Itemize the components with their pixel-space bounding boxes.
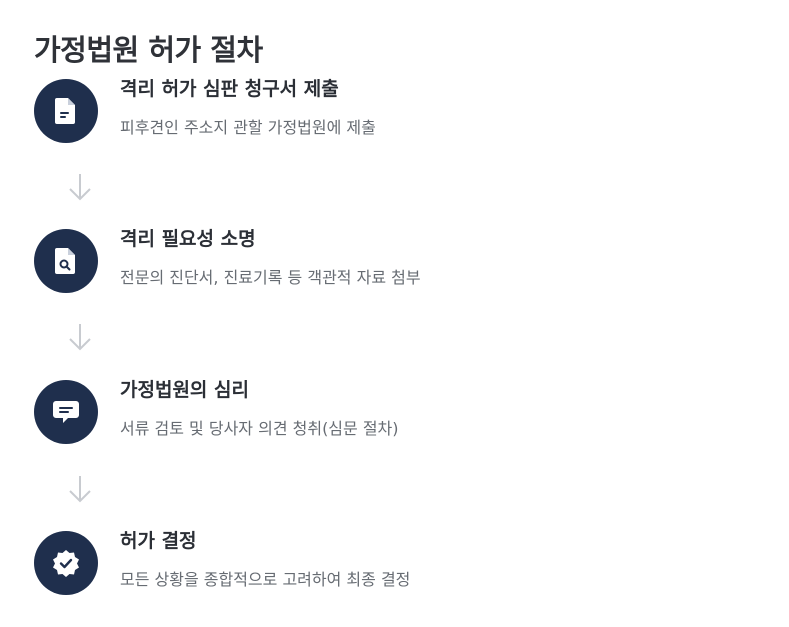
document-search-icon xyxy=(55,248,75,274)
verified-badge-icon xyxy=(53,550,79,577)
step-title: 가정법원의 심리 xyxy=(120,379,249,401)
step-permission-decision: 허가 결정 모든 상황을 종합적으로 고려하여 최종 결정 xyxy=(34,530,754,601)
step-icon-circle xyxy=(34,531,98,595)
arrow-down-icon xyxy=(69,174,91,201)
step-description: 모든 상황을 종합적으로 고려하여 최종 결정 xyxy=(120,570,411,589)
page-title: 가정법원 허가 절차 xyxy=(34,33,263,67)
chat-icon xyxy=(53,401,79,423)
step-description: 서류 검토 및 당사자 의견 청취(심문 절차) xyxy=(120,419,399,438)
step-icon-circle xyxy=(34,229,98,293)
arrow-down-icon xyxy=(69,324,91,351)
step-description: 전문의 진단서, 진료기록 등 객관적 자료 첨부 xyxy=(120,268,421,287)
step-title: 격리 필요성 소명 xyxy=(120,228,256,250)
step-icon-circle xyxy=(34,380,98,444)
step-description: 피후견인 주소지 관할 가정법원에 제출 xyxy=(120,118,376,137)
step-submit-petition: 격리 허가 심판 청구서 제출 피후견인 주소지 관할 가정법원에 제출 xyxy=(34,78,754,149)
step-title: 허가 결정 xyxy=(120,530,197,552)
step-icon-circle xyxy=(34,79,98,143)
arrow-down-icon xyxy=(69,476,91,503)
step-prove-necessity: 격리 필요성 소명 전문의 진단서, 진료기록 등 객관적 자료 첨부 xyxy=(34,228,754,299)
step-title: 격리 허가 심판 청구서 제출 xyxy=(120,78,339,100)
step-court-hearing: 가정법원의 심리 서류 검토 및 당사자 의견 청취(심문 절차) xyxy=(34,379,754,450)
document-icon xyxy=(55,98,75,124)
